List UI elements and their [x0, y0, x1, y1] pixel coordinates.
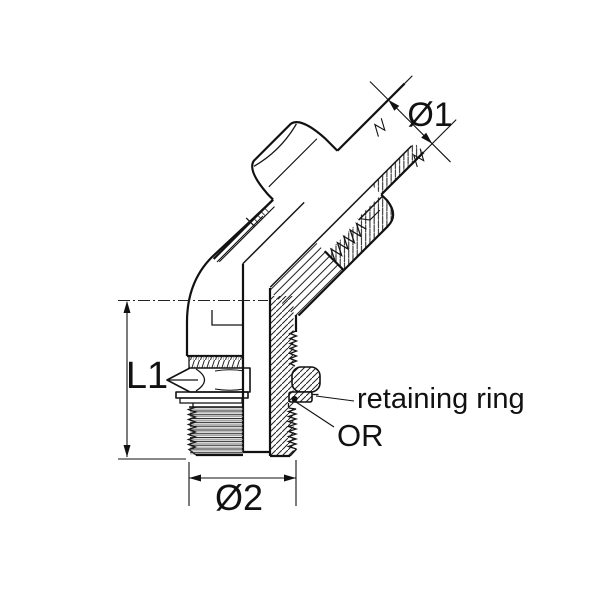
stud-thread — [186, 403, 270, 457]
o-ring — [291, 366, 321, 393]
label-or: OR — [337, 418, 384, 453]
branch-body-section-hatch — [268, 241, 344, 318]
section-wall-edge — [270, 315, 299, 458]
tube-break-mark — [373, 118, 386, 137]
dim-label-l1: L1 — [126, 355, 168, 397]
tube-wall-section — [372, 142, 424, 195]
leader-retaining-ring — [315, 395, 355, 402]
bore-lower-line — [269, 145, 413, 288]
dim-label-d2: Ø2 — [215, 477, 263, 518]
swivel-nut-external — [251, 121, 339, 201]
body-section-hatch — [270, 296, 294, 456]
tube-break-mark — [412, 148, 425, 168]
tube — [336, 75, 457, 196]
leader-dot — [291, 396, 298, 402]
dim-d1 — [369, 81, 451, 163]
washer-stack — [175, 391, 249, 404]
branch-45-group — [212, 75, 457, 318]
dim-d2 — [188, 460, 297, 506]
leader-or — [291, 396, 335, 428]
swivel-nut-section — [297, 193, 395, 317]
dim-l1 — [118, 301, 186, 460]
label-retaining-ring: retaining ring — [357, 383, 525, 415]
dim-label-d1: Ø1 — [407, 96, 452, 134]
bore-upper-line — [242, 201, 305, 265]
locknut — [166, 367, 251, 393]
adjust-thread-run — [188, 356, 243, 368]
